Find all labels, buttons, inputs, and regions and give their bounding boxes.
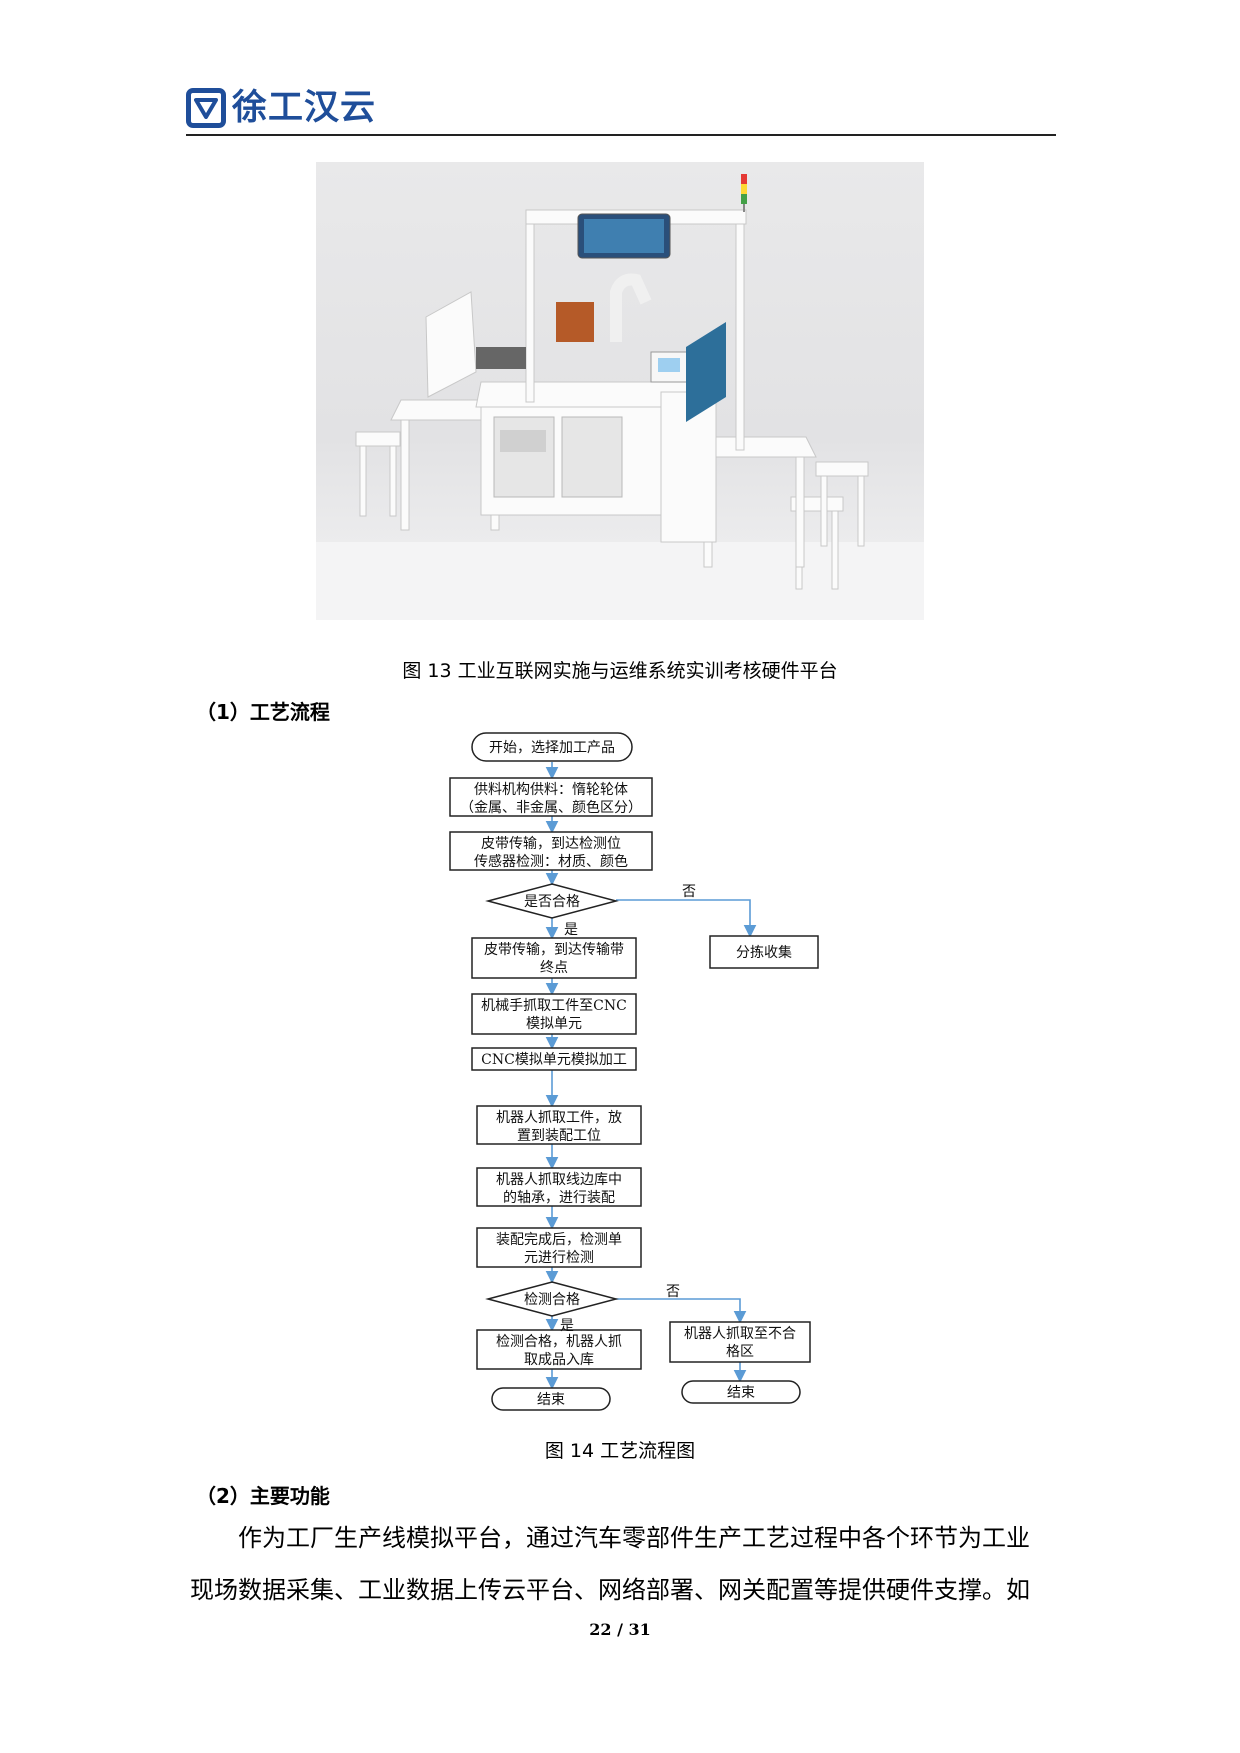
flow-reject-line2: 格区 <box>726 1344 754 1360</box>
section-2-heading: （2）主要功能 <box>196 1484 330 1508</box>
flow-arm-line2: 模拟单元 <box>526 1016 582 1032</box>
flow-robot-place-line1: 机器人抓取工件，放 <box>496 1110 622 1126</box>
flow-cnc: CNC模拟单元模拟加工 <box>481 1052 627 1068</box>
flow-yes-2: 是 <box>560 1318 574 1334</box>
figure-14-caption: 图 14 工艺流程图 <box>544 1440 696 1462</box>
flow-yes-1: 是 <box>564 922 578 938</box>
body-line-1: 作为工厂生产线模拟平台，通过汽车零部件生产工艺过程中各个环节为工业 <box>238 1524 1030 1552</box>
flow-robot-bearing-line2: 的轴承，进行装配 <box>503 1190 615 1206</box>
flow-reject-line1: 机器人抓取至不合 <box>684 1326 796 1342</box>
flow-feed-line1: 供料机构供料：惰轮轮体 <box>474 782 628 798</box>
hardware-platform-photo <box>316 162 924 620</box>
section-1-heading: （1）工艺流程 <box>196 700 330 724</box>
flow-end-left: 结束 <box>537 1392 565 1408</box>
flow-sort: 分拣收集 <box>736 944 792 961</box>
flow-feed-line2: （金属、非金属、颜色区分） <box>460 799 642 816</box>
flow-start: 开始，选择加工产品 <box>489 740 615 756</box>
flow-decision-2: 检测合格 <box>524 1292 580 1308</box>
flow-assembly-line2: 元进行检测 <box>524 1250 594 1266</box>
flow-belt-line2: 传感器检测：材质、颜色 <box>474 853 628 870</box>
flow-belt-end-line2: 终点 <box>540 960 568 976</box>
flow-assembly-line1: 装配完成后，检测单 <box>496 1232 622 1248</box>
flow-robot-place-line2: 置到装配工位 <box>517 1128 601 1144</box>
flow-belt-line1: 皮带传输，到达检测位 <box>481 836 621 852</box>
logo-mark-icon <box>186 88 226 128</box>
header-divider <box>186 134 1056 136</box>
page-number: 22 / 31 <box>589 1620 651 1639</box>
flow-no-1: 否 <box>682 884 696 900</box>
flow-end-right: 结束 <box>727 1385 755 1401</box>
logo-text: 徐工汉云 <box>232 88 377 128</box>
flow-belt-end-line1: 皮带传输，到达传输带 <box>484 942 624 958</box>
flow-store-line2: 取成品入库 <box>524 1352 594 1368</box>
body-paragraph: 作为工厂生产线模拟平台，通过汽车零部件生产工艺过程中各个环节为工业 现场数据采集… <box>190 1512 1050 1616</box>
flow-no-2: 否 <box>666 1284 680 1300</box>
flow-store-line1: 检测合格，机器人抓 <box>496 1334 622 1350</box>
flow-decision-1: 是否合格 <box>524 894 580 910</box>
figure-13-caption: 图 13 工业互联网实施与运维系统实训考核硬件平台 <box>402 660 838 682</box>
body-line-2: 现场数据采集、工业数据上传云平台、网络部署、网关配置等提供硬件支撑。如 <box>190 1576 1030 1604</box>
flow-arm-line1: 机械手抓取工件至CNC <box>481 998 627 1014</box>
flow-robot-bearing-line1: 机器人抓取线边库中 <box>496 1172 622 1188</box>
process-flowchart: 开始，选择加工产品 供料机构供料：惰轮轮体 （金属、非金属、颜色区分） 皮带传输… <box>420 726 840 1416</box>
company-logo: 徐工汉云 <box>186 86 386 130</box>
